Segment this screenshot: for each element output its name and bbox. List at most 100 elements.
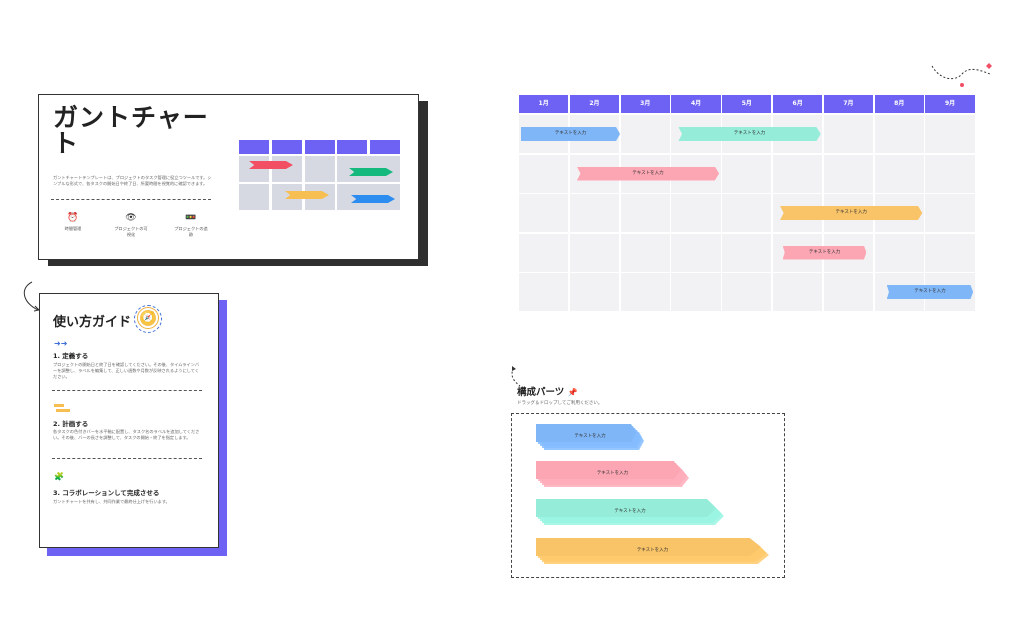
part-label: テキストを入力 bbox=[596, 471, 629, 476]
gantt-cell bbox=[671, 273, 721, 311]
gantt-cell bbox=[569, 233, 620, 272]
draggable-part[interactable]: テキストを入力 bbox=[536, 461, 693, 487]
mini-arrow-green bbox=[349, 168, 393, 176]
gantt-cell bbox=[671, 194, 721, 232]
task-bar[interactable]: テキストを入力 bbox=[780, 206, 923, 220]
month-header: 7月 bbox=[823, 95, 874, 113]
decorative-dashed-arrow bbox=[511, 366, 521, 387]
draggable-part[interactable]: テキストを入力 bbox=[536, 499, 728, 525]
gantt-cell bbox=[773, 273, 823, 311]
feature-tracking: 🚥 プロジェクトの追跡 bbox=[171, 212, 211, 237]
decorative-dashed-squiggle bbox=[931, 63, 992, 87]
guide-card[interactable]: 使い方ガイド 🧭 ➜➜ 1. 定義する プロジェクトの開始日と終了日を確認してく… bbox=[39, 293, 219, 548]
gantt-cell bbox=[722, 194, 772, 232]
gantt-cell bbox=[519, 273, 569, 311]
eye-icon: 👁 bbox=[125, 213, 137, 223]
task-bar[interactable]: テキストを入力 bbox=[782, 245, 867, 260]
part-layer bbox=[536, 499, 716, 517]
step-title: 2. 計画する bbox=[53, 420, 89, 428]
gantt-cell bbox=[519, 233, 569, 272]
month-header: 6月 bbox=[773, 95, 823, 113]
gantt-cell bbox=[722, 233, 772, 272]
task-bar[interactable]: テキストを入力 bbox=[886, 285, 974, 299]
gantt-cell bbox=[519, 194, 569, 232]
decorative-curl-arrow bbox=[23, 281, 41, 312]
dashed-circle bbox=[134, 305, 162, 333]
step-text: 各タスクの色付きバーを水平軸に配置し、タスク名のラベルを追加してください。その後… bbox=[53, 429, 200, 440]
month-header: 5月 bbox=[722, 95, 772, 113]
gantt-cell bbox=[823, 273, 874, 311]
compass-icon: 🧭 bbox=[138, 308, 158, 328]
parts-subtitle: ドラッグ＆ドロップしてご利用ください。 bbox=[517, 401, 603, 406]
feature-time-management: ⏰ 時間管理 bbox=[53, 212, 93, 232]
month-header: 4月 bbox=[671, 95, 721, 113]
mini-cell bbox=[272, 156, 302, 182]
month-header: 1月 bbox=[519, 95, 569, 113]
arrow-icon: ➜➜ bbox=[54, 339, 68, 348]
gantt-cell bbox=[925, 194, 975, 232]
gantt-cell bbox=[620, 233, 670, 272]
page-title: ガントチャート bbox=[53, 103, 209, 158]
mini-cell bbox=[239, 184, 269, 210]
gantt-cell bbox=[823, 115, 874, 153]
draggable-part[interactable]: テキストを入力 bbox=[536, 424, 648, 450]
feature-visualization: 👁 プロジェクトの可視化 bbox=[111, 212, 151, 237]
part-label: テキストを入力 bbox=[636, 548, 669, 553]
draggable-part[interactable]: テキストを入力 bbox=[536, 538, 773, 564]
bars-icon bbox=[54, 404, 70, 412]
part-layer bbox=[536, 538, 761, 556]
gantt-cell bbox=[925, 154, 975, 193]
pushpin-icon: 📌 bbox=[567, 388, 578, 397]
feature-label: プロジェクトの追跡 bbox=[174, 226, 208, 237]
divider bbox=[52, 390, 202, 391]
alarm-clock-icon: ⏰ bbox=[67, 213, 79, 223]
task-bar[interactable]: テキストを入力 bbox=[678, 127, 821, 141]
gantt-cell bbox=[874, 154, 924, 193]
part-label: テキストを入力 bbox=[574, 434, 606, 439]
feature-label: プロジェクトの可視化 bbox=[114, 226, 148, 237]
mini-arrow-yellow bbox=[285, 191, 329, 199]
gantt-cell bbox=[722, 154, 772, 193]
divider bbox=[52, 458, 202, 459]
gantt-cell bbox=[722, 273, 772, 311]
gantt-cell bbox=[620, 273, 670, 311]
parts-container: テキストを入力テキストを入力テキストを入力テキストを入力 bbox=[511, 413, 785, 578]
gantt-cell bbox=[874, 115, 924, 153]
traffic-light-icon: 🚥 bbox=[185, 213, 197, 223]
title-description: ガントチャートテンプレートは、プロジェクトのタスク管理に役立つツールです。シンプ… bbox=[53, 175, 212, 186]
task-bar[interactable]: テキストを入力 bbox=[576, 166, 720, 181]
gantt-cell bbox=[823, 154, 874, 193]
month-header: 9月 bbox=[925, 95, 975, 113]
divider bbox=[51, 199, 211, 200]
step-title: 1. 定義する bbox=[53, 352, 89, 360]
gantt-cell bbox=[620, 194, 670, 232]
gantt-cell bbox=[671, 233, 721, 272]
gantt-cell bbox=[569, 273, 620, 311]
part-layer bbox=[536, 461, 681, 479]
parts-title: 構成パーツ 📌 bbox=[517, 384, 578, 398]
puzzle-icon: 🧩 bbox=[54, 472, 64, 481]
mini-gantt-illustration bbox=[239, 140, 400, 210]
task-bar[interactable]: テキストを入力 bbox=[521, 127, 621, 141]
gantt-cell bbox=[519, 154, 569, 193]
mini-header-cell bbox=[239, 140, 269, 154]
mini-cell bbox=[305, 156, 335, 182]
gantt-cell bbox=[874, 233, 924, 272]
feature-label: 時間管理 bbox=[64, 226, 82, 231]
step-text: プロジェクトの開始日と終了日を確認してください。その後、タイムラインバーを調整し… bbox=[53, 362, 200, 379]
part-label: テキストを入力 bbox=[614, 509, 646, 514]
parts-title-text: 構成パーツ bbox=[517, 387, 565, 398]
mini-cell bbox=[239, 156, 269, 182]
gantt-cell bbox=[773, 154, 823, 193]
mini-header-cell bbox=[337, 140, 367, 154]
part-layer bbox=[536, 424, 636, 442]
step-text: ガントチャートを共有し、共同作業で最終仕上げを行います。 bbox=[53, 499, 170, 504]
month-header: 3月 bbox=[620, 95, 670, 113]
gantt-cell bbox=[569, 194, 620, 232]
title-card[interactable]: ガントチャート ガントチャートテンプレートは、プロジェクトのタスク管理に役立つツ… bbox=[38, 94, 419, 260]
guide-title: 使い方ガイド bbox=[53, 315, 132, 330]
gantt-cell bbox=[925, 233, 975, 272]
gantt-cell bbox=[620, 115, 670, 153]
month-header: 2月 bbox=[569, 95, 620, 113]
